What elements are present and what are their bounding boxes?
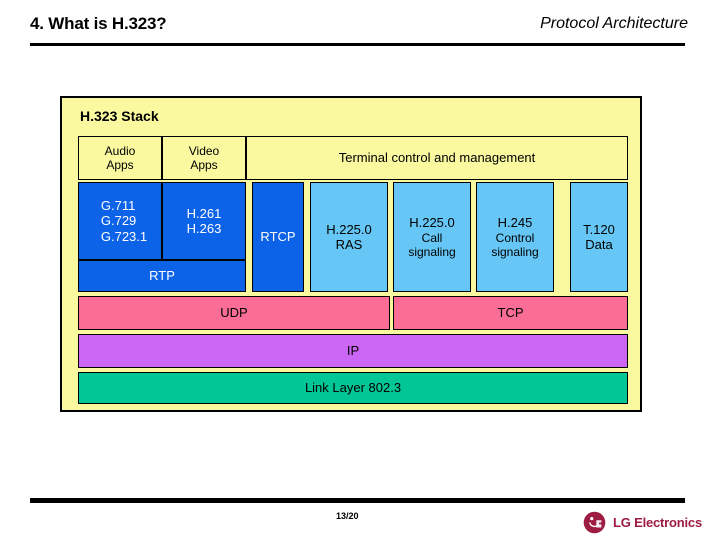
slide-header: 4. What is H.323? Protocol Architecture [0,0,720,48]
block-audio-codecs: G.711 G.729 G.723.1 [78,182,162,260]
block-h245-control-signaling-label: H.245 Control signaling [491,215,539,259]
block-video-codecs-label: H.261 H.263 [186,205,222,236]
lg-logo-icon [583,511,606,533]
block-h245-control-signaling: H.245 Control signaling [476,182,554,292]
brand-logo-group: LG Electronics [583,510,702,534]
block-ip: IP [78,334,628,368]
block-audio-codecs-label: G.711 G.729 G.723.1 [100,198,148,244]
page-subtitle: Protocol Architecture [540,15,688,32]
block-rtcp: RTCP [252,182,304,292]
block-video-codecs: H.261 H.263 [162,182,246,260]
block-audio-apps: Audio Apps [78,136,162,180]
diagram-title: H.323 Stack [80,108,159,124]
block-video-apps: Video Apps [162,136,246,180]
block-rtcp-label: RTCP [260,229,296,245]
footer-divider [30,498,685,503]
block-link-layer: Link Layer 802.3 [78,372,628,404]
block-t120-data: T.120 Data [570,182,628,292]
block-h2250-ras-label: H.225.0 RAS [326,221,372,252]
block-rtp-label: RTP [149,268,175,284]
block-terminal-control-label: Terminal control and management [338,150,536,166]
block-tcp: TCP [393,296,628,330]
block-h2250-call-signaling-label: H.225.0 Call signaling [408,215,456,259]
block-ip-label: IP [346,343,360,359]
page-title: 4. What is H.323? [30,14,167,33]
block-audio-apps-label: Audio Apps [104,143,136,172]
header-divider [30,43,685,46]
block-rtp: RTP [78,260,246,292]
block-link-layer-label: Link Layer 802.3 [304,380,402,396]
page-number: 13/20 [336,511,359,521]
h323-stack-diagram: H.323 Stack Audio Apps Video Apps Termin… [60,96,642,412]
block-udp: UDP [78,296,390,330]
block-udp-label: UDP [220,305,248,321]
block-h2250-ras: H.225.0 RAS [310,182,388,292]
block-terminal-control: Terminal control and management [246,136,628,180]
block-video-apps-label: Video Apps [188,143,220,172]
block-tcp-label: TCP [497,305,524,321]
block-t120-data-label: T.120 Data [583,221,615,252]
brand-name: LG Electronics [613,514,702,530]
block-h2250-call-signaling: H.225.0 Call signaling [393,182,471,292]
